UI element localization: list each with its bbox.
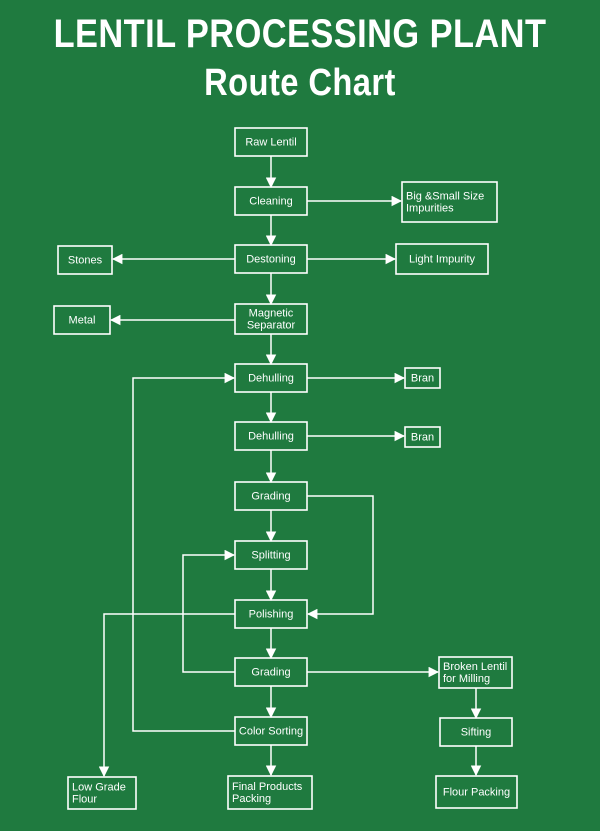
edge-polishing-to-lowgrade (98, 613, 235, 778)
node-box (234, 421, 308, 451)
page-title: LENTIL PROCESSING PLANT (53, 12, 547, 56)
node-box (404, 426, 441, 448)
node-label: Packing (232, 793, 271, 805)
node-box (404, 367, 441, 389)
node-label: for Milling (443, 673, 490, 685)
node-grading1: Grading (234, 481, 308, 511)
node-label: Broken Lentil (443, 661, 507, 673)
node-box (67, 776, 137, 810)
node-grading2: Grading (234, 657, 308, 687)
node-box (234, 186, 308, 216)
edge-grading1-to-polishing (306, 495, 374, 620)
node-box (53, 305, 111, 335)
node-bran2: Bran (404, 426, 441, 448)
node-box (234, 599, 308, 629)
node-box (438, 656, 513, 689)
node-label: Separator (247, 320, 296, 332)
node-label: Dehulling (248, 373, 294, 385)
node-label: Final Products (232, 781, 303, 793)
node-label: Grading (251, 667, 290, 679)
node-label: Magnetic (249, 308, 294, 320)
node-label: Impurities (406, 203, 454, 215)
node-label: Cleaning (249, 196, 292, 208)
node-box (234, 657, 308, 687)
node-box (439, 717, 513, 747)
node-label: Grading (251, 491, 290, 503)
node-box (435, 775, 518, 809)
edge-colorsort-to-dehulling1 (132, 372, 236, 732)
node-dehulling2: Dehulling (234, 421, 308, 451)
node-label: Flour (72, 794, 97, 806)
node-box (234, 303, 308, 335)
node-label: Destoning (246, 254, 296, 266)
node-label: Light Impurity (409, 254, 476, 266)
node-label: Bran (411, 373, 434, 385)
node-label: Bran (411, 432, 434, 444)
node-label: Dehulling (248, 431, 294, 443)
node-label: Splitting (251, 550, 290, 562)
page-subtitle: Route Chart (204, 62, 396, 104)
node-box (395, 243, 489, 275)
node-sifting: Sifting (439, 717, 513, 747)
node-box (57, 245, 113, 275)
node-label: Raw Lentil (245, 137, 296, 149)
node-polishing: Polishing (234, 599, 308, 629)
node-box (227, 775, 313, 810)
node-label: Metal (69, 315, 96, 327)
node-flour-packing: Flour Packing (435, 775, 518, 809)
node-box (401, 181, 498, 223)
node-dehulling1: Dehulling (234, 363, 308, 393)
node-box (234, 540, 308, 570)
node-cleaning: Cleaning (234, 186, 308, 216)
node-metal: Metal (53, 305, 111, 335)
node-label: Flour Packing (443, 787, 510, 799)
node-box (234, 244, 308, 274)
node-color-sorting: Color Sorting (234, 716, 308, 746)
node-box (234, 363, 308, 393)
edge-grading2-to-splitting (182, 549, 236, 673)
node-splitting: Splitting (234, 540, 308, 570)
node-label: Stones (68, 255, 103, 267)
node-box (234, 481, 308, 511)
node-box (234, 716, 308, 746)
node-label: Polishing (249, 609, 294, 621)
node-destoning: Destoning (234, 244, 308, 274)
node-label: Color Sorting (239, 726, 303, 738)
node-raw-lentil: Raw Lentil (234, 127, 308, 157)
node-stones: Stones (57, 245, 113, 275)
node-label: Big &Small Size (406, 191, 484, 203)
node-label: Sifting (461, 727, 492, 739)
node-light-impurity: Light Impurity (395, 243, 489, 275)
node-bran1: Bran (404, 367, 441, 389)
node-box (234, 127, 308, 157)
node-label: Low Grade (72, 782, 126, 794)
